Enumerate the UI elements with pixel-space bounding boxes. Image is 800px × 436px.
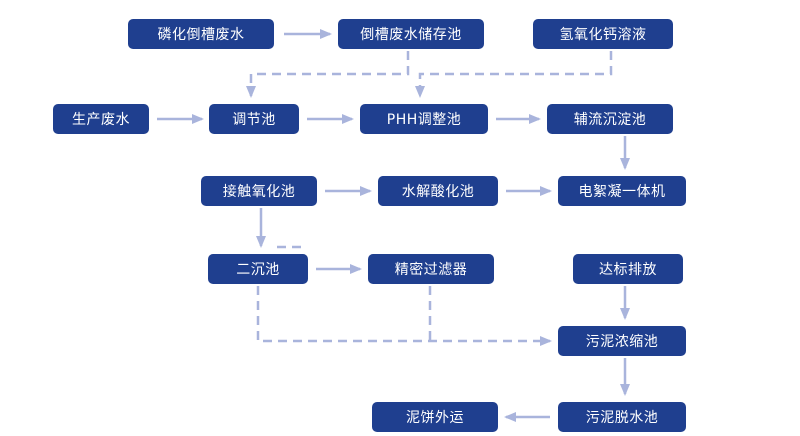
node-electro-flocculation-unit: 电絮凝一体机	[558, 176, 686, 206]
node-fine-filter: 精密过滤器	[368, 254, 494, 284]
node-phosphating-wastewater: 磷化倒槽废水	[128, 19, 274, 49]
node-production-wastewater: 生产废水	[53, 104, 149, 134]
dashed-secondary-to-thickener	[256, 286, 552, 346]
node-sludge-cake-disposal: 泥饼外运	[372, 402, 498, 432]
node-hydrolysis-acidification-tank: 水解酸化池	[378, 176, 498, 206]
node-secondary-clarifier: 二沉池	[208, 254, 308, 284]
node-calcium-hydroxide-solution: 氢氧化钙溶液	[533, 19, 673, 49]
node-dumped-tank-storage: 倒槽废水储存池	[338, 19, 484, 49]
node-sludge-dewatering-tank: 污泥脱水池	[558, 402, 686, 432]
node-sludge-thickener: 污泥浓缩池	[558, 326, 686, 356]
node-regulating-tank: 调节池	[209, 104, 299, 134]
dashed-storage-to-regulating	[246, 51, 410, 98]
dashed-lime-to-ph	[415, 51, 613, 98]
node-contact-oxidation-tank: 接触氧化池	[201, 176, 317, 206]
node-radial-clarifier: 辅流沉淀池	[547, 104, 673, 134]
node-compliant-discharge: 达标排放	[573, 254, 683, 284]
node-ph-adjusting-tank: PHH调整池	[360, 104, 488, 134]
